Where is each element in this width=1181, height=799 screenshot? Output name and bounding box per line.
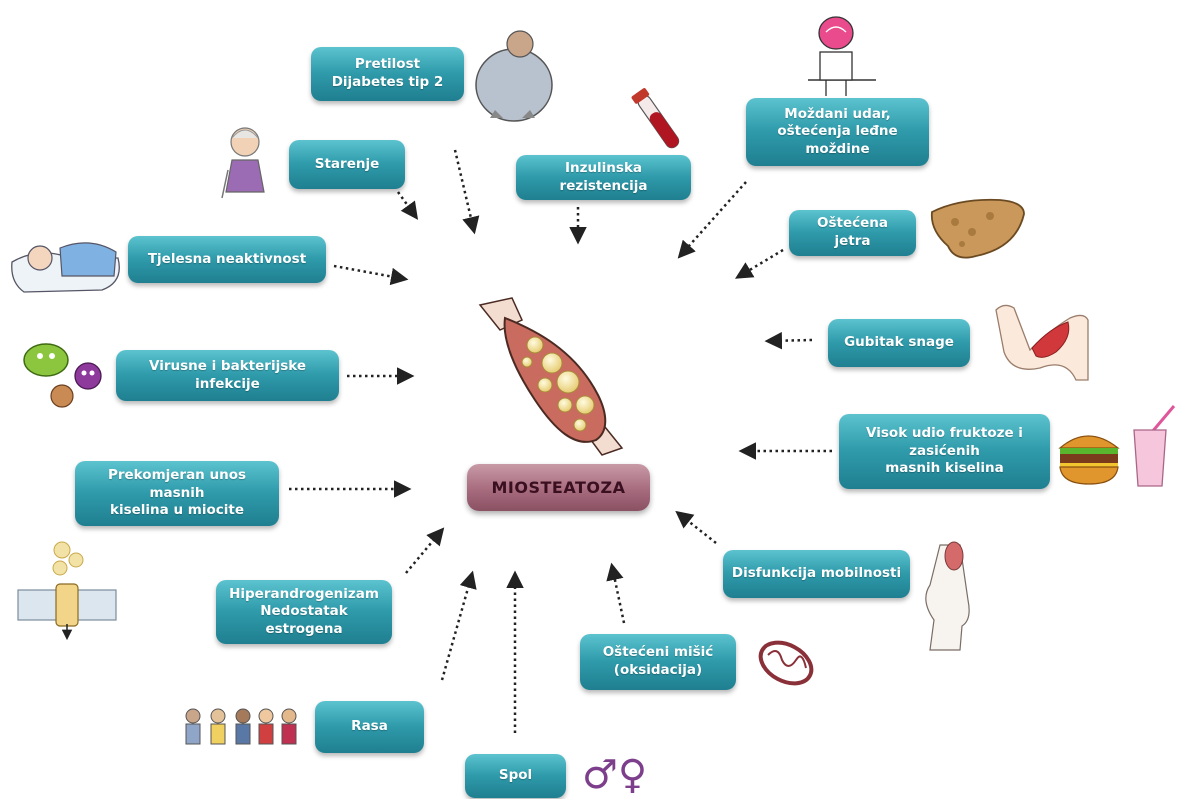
- brain-person-icon: [808, 16, 876, 96]
- node-tjelesna-neaktivnost: Tjelesna neaktivnost: [128, 236, 326, 283]
- arrow-pretilost: [453, 149, 480, 235]
- grandma-icon: [221, 127, 265, 199]
- node-rasa: Rasa: [315, 701, 424, 753]
- node-spol: Spol: [465, 754, 566, 798]
- knee-joint-icon: [925, 541, 970, 651]
- arrow-misic: [606, 562, 626, 624]
- arrow-mozdani: [677, 181, 747, 259]
- node-fruktoza: Visok udio fruktoze i zasićenih masnih k…: [839, 414, 1050, 489]
- obese-person-icon: [475, 30, 553, 122]
- node-disfunkcija-mobilnosti: Disfunkcija mobilnosti: [723, 550, 910, 598]
- node-inzulinska-rezistencija: Inzulinska rezistencija: [516, 155, 691, 200]
- arrow-jetra: [734, 248, 784, 279]
- liver-icon: [930, 198, 1025, 259]
- muscle-fat-icon: [478, 297, 624, 456]
- node-osteceni-misic: Oštećeni mišić (oksidacija): [580, 634, 736, 690]
- center-node-miosteatoza: MIOSTEATOZA: [467, 464, 650, 511]
- node-starenje: Starenje: [289, 140, 405, 189]
- arrow-rasa: [440, 570, 477, 681]
- node-masne-kiseline: Prekomjeran unos masnih kiselina u mioci…: [75, 461, 279, 526]
- cell-membrane-icon: [17, 541, 117, 641]
- people-group-icon: [185, 708, 297, 745]
- arrows: [289, 149, 832, 733]
- node-gubitak-snage: Gubitak snage: [828, 319, 970, 367]
- node-ostecena-jetra: Oštećena jetra: [789, 210, 916, 256]
- node-infekcije: Virusne i bakterijske infekcije: [116, 350, 339, 401]
- smoothie-icon: [1133, 405, 1176, 487]
- node-pretilost: Pretilost Dijabetes tip 2: [311, 47, 464, 101]
- sleeping-person-icon: [11, 242, 120, 293]
- gender-symbols-icon: ♂♀: [582, 752, 648, 798]
- arrow-snaga: [764, 331, 813, 350]
- burger-icon: [1058, 435, 1120, 485]
- mitochondria-icon: [758, 640, 814, 686]
- blood-tube-icon: [631, 88, 680, 149]
- arrow-hiper: [405, 527, 445, 574]
- node-mozdani-udar: Moždani udar, oštećenja leđne moždine: [746, 98, 929, 166]
- arrow-neaktivnost: [333, 264, 409, 286]
- flexed-arm-icon: [995, 304, 1089, 381]
- bacteria-virus-icon: [23, 343, 102, 408]
- arrow-starenje: [396, 191, 419, 220]
- arrow-mobilnost: [675, 510, 717, 544]
- node-hiperandrogenizam: Hiperandrogenizam Nedostatak estrogena: [216, 580, 392, 644]
